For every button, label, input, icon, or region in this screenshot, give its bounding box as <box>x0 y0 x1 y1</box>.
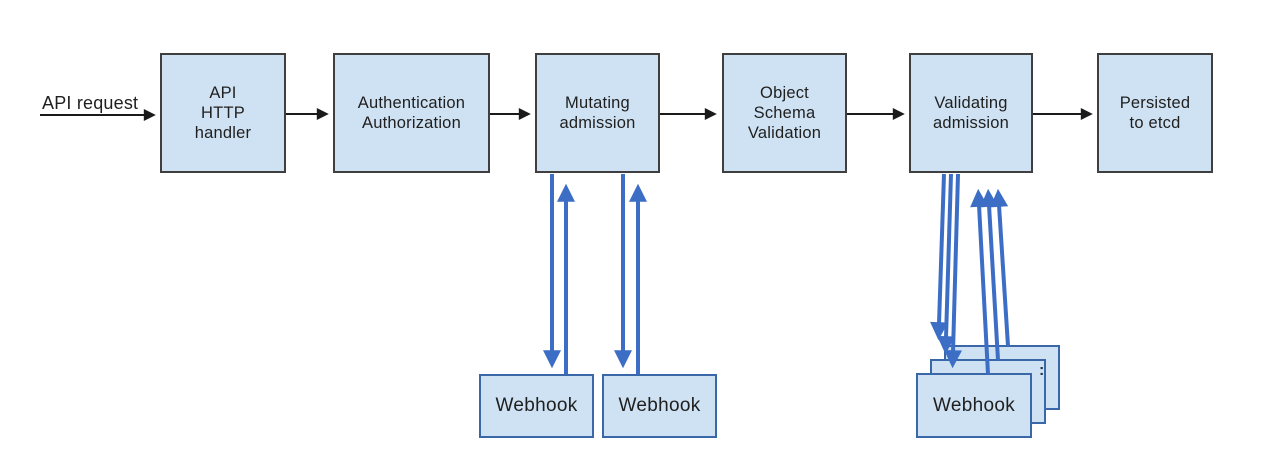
node-authentication-authorization: Authentication Authorization <box>333 53 490 173</box>
arrow-validating-up-3 <box>990 188 1010 347</box>
webhook-stack-more-indicator: : <box>1039 362 1045 379</box>
node-mutating-admission: Mutating admission <box>535 53 660 173</box>
webhook-mutating-2: Webhook <box>602 374 717 438</box>
arrow-validating-down-1 <box>930 173 949 341</box>
node-object-schema-validation: Object Schema Validation <box>722 53 847 173</box>
arrow-validating-down-3 <box>944 173 963 369</box>
webhook-validating-front: Webhook <box>916 373 1032 438</box>
node-api-http-handler: API HTTP handler <box>160 53 286 173</box>
arrow-validating-down-2 <box>937 173 956 355</box>
api-request-label: API request <box>42 93 139 113</box>
mutating-webhook-arrows <box>543 174 647 374</box>
node-persisted-to-etcd: Persisted to etcd <box>1097 53 1213 173</box>
arrow-validating-up-2 <box>980 188 1000 361</box>
validating-webhook-arrows <box>930 173 1010 375</box>
webhook-mutating-1: Webhook <box>479 374 594 438</box>
node-validating-admission: Validating admission <box>909 53 1033 173</box>
